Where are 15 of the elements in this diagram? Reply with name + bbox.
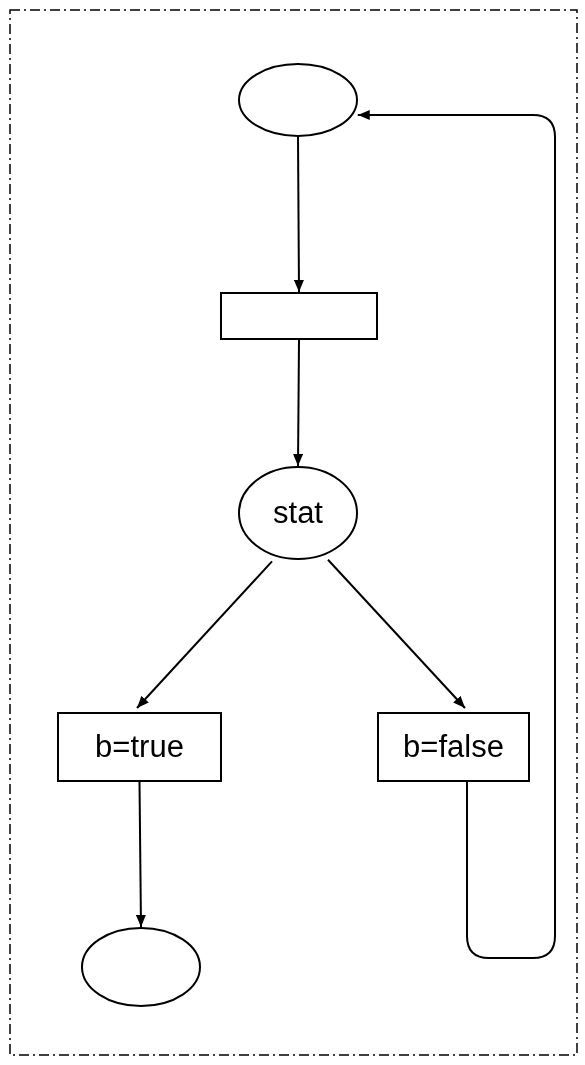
arrow: [293, 339, 304, 467]
empty-ellipse: [238, 63, 358, 137]
node-label: b=false: [403, 729, 504, 765]
node-label: stat: [273, 495, 323, 531]
arrow: [136, 560, 273, 709]
node-label: b=true: [95, 729, 184, 765]
process-box: [57, 712, 222, 782]
state-ellipse: [238, 466, 358, 560]
arrow: [135, 781, 146, 928]
arrow: [356, 110, 556, 959]
empty-box: [220, 292, 378, 340]
arrow: [293, 136, 304, 293]
process-box: [377, 712, 530, 782]
empty-ellipse: [81, 927, 201, 1007]
arrow: [327, 558, 466, 709]
